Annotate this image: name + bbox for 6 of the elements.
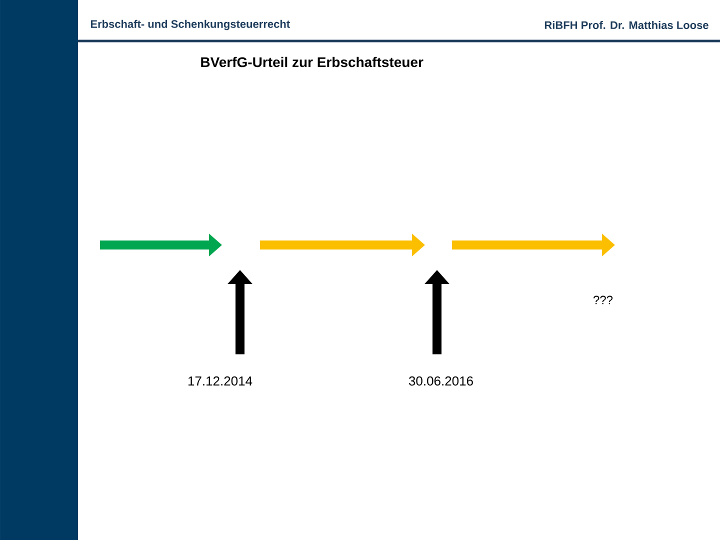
question-marks: ??? <box>593 296 613 304</box>
date-label: 30.06.2016 <box>408 376 473 386</box>
header-text: Erbschaft- und Schenkungsteuerrecht <box>90 20 290 30</box>
header-text: RiBFH Prof. Dr. Matthias Loose <box>544 20 708 30</box>
slide-title: BVerfG-Urteil zur Erbschaftsteuer <box>201 56 424 68</box>
date-label: 17.12.2014 <box>188 376 252 386</box>
